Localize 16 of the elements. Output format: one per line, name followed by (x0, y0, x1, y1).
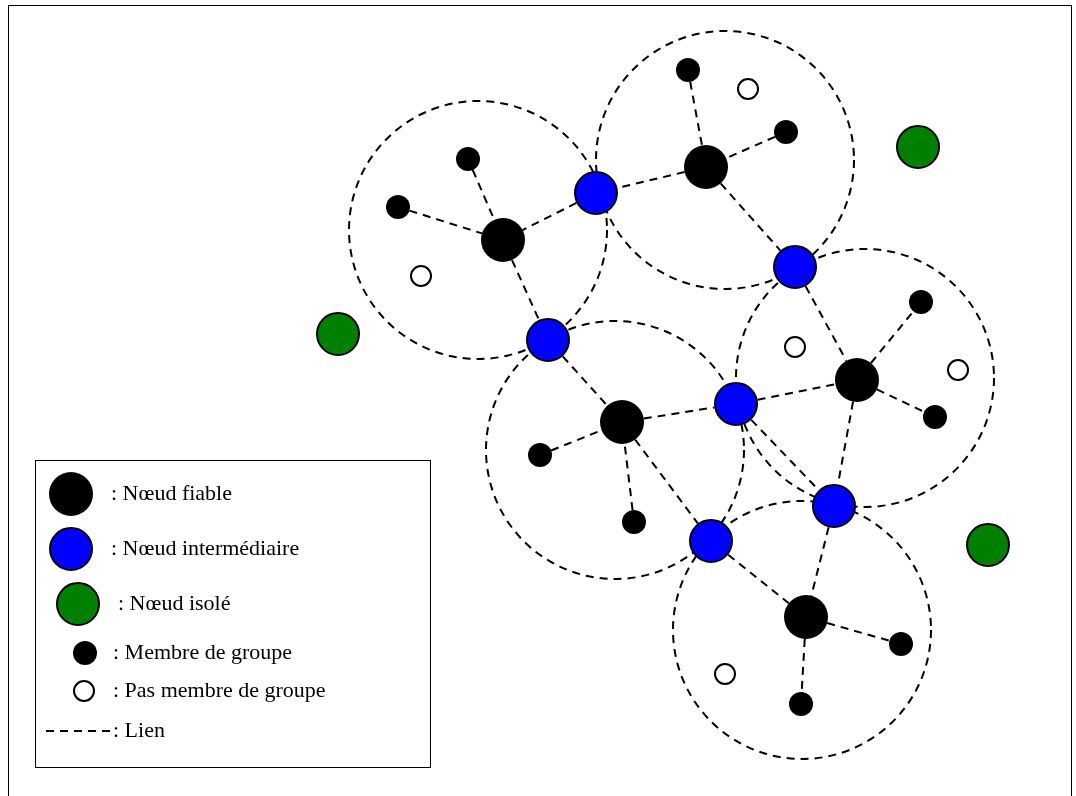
legend-label: : Nœud isolé (118, 592, 231, 614)
legend-label: : Nœud fiable (111, 482, 232, 504)
link-line (719, 182, 782, 252)
link-line (634, 438, 699, 525)
legend-label: : Nœud intermédiaire (111, 537, 300, 559)
legend-label: : Pas membre de groupe (113, 679, 326, 701)
link-line (826, 622, 891, 642)
link-line (642, 406, 716, 420)
link-line (561, 355, 609, 407)
link-line (689, 80, 703, 147)
link-line (408, 209, 483, 235)
legend-label: : Membre de groupe (113, 641, 292, 663)
link-line (511, 259, 540, 321)
link-line (727, 553, 790, 605)
link-line (804, 285, 848, 362)
legend-label: : Lien (113, 719, 165, 741)
